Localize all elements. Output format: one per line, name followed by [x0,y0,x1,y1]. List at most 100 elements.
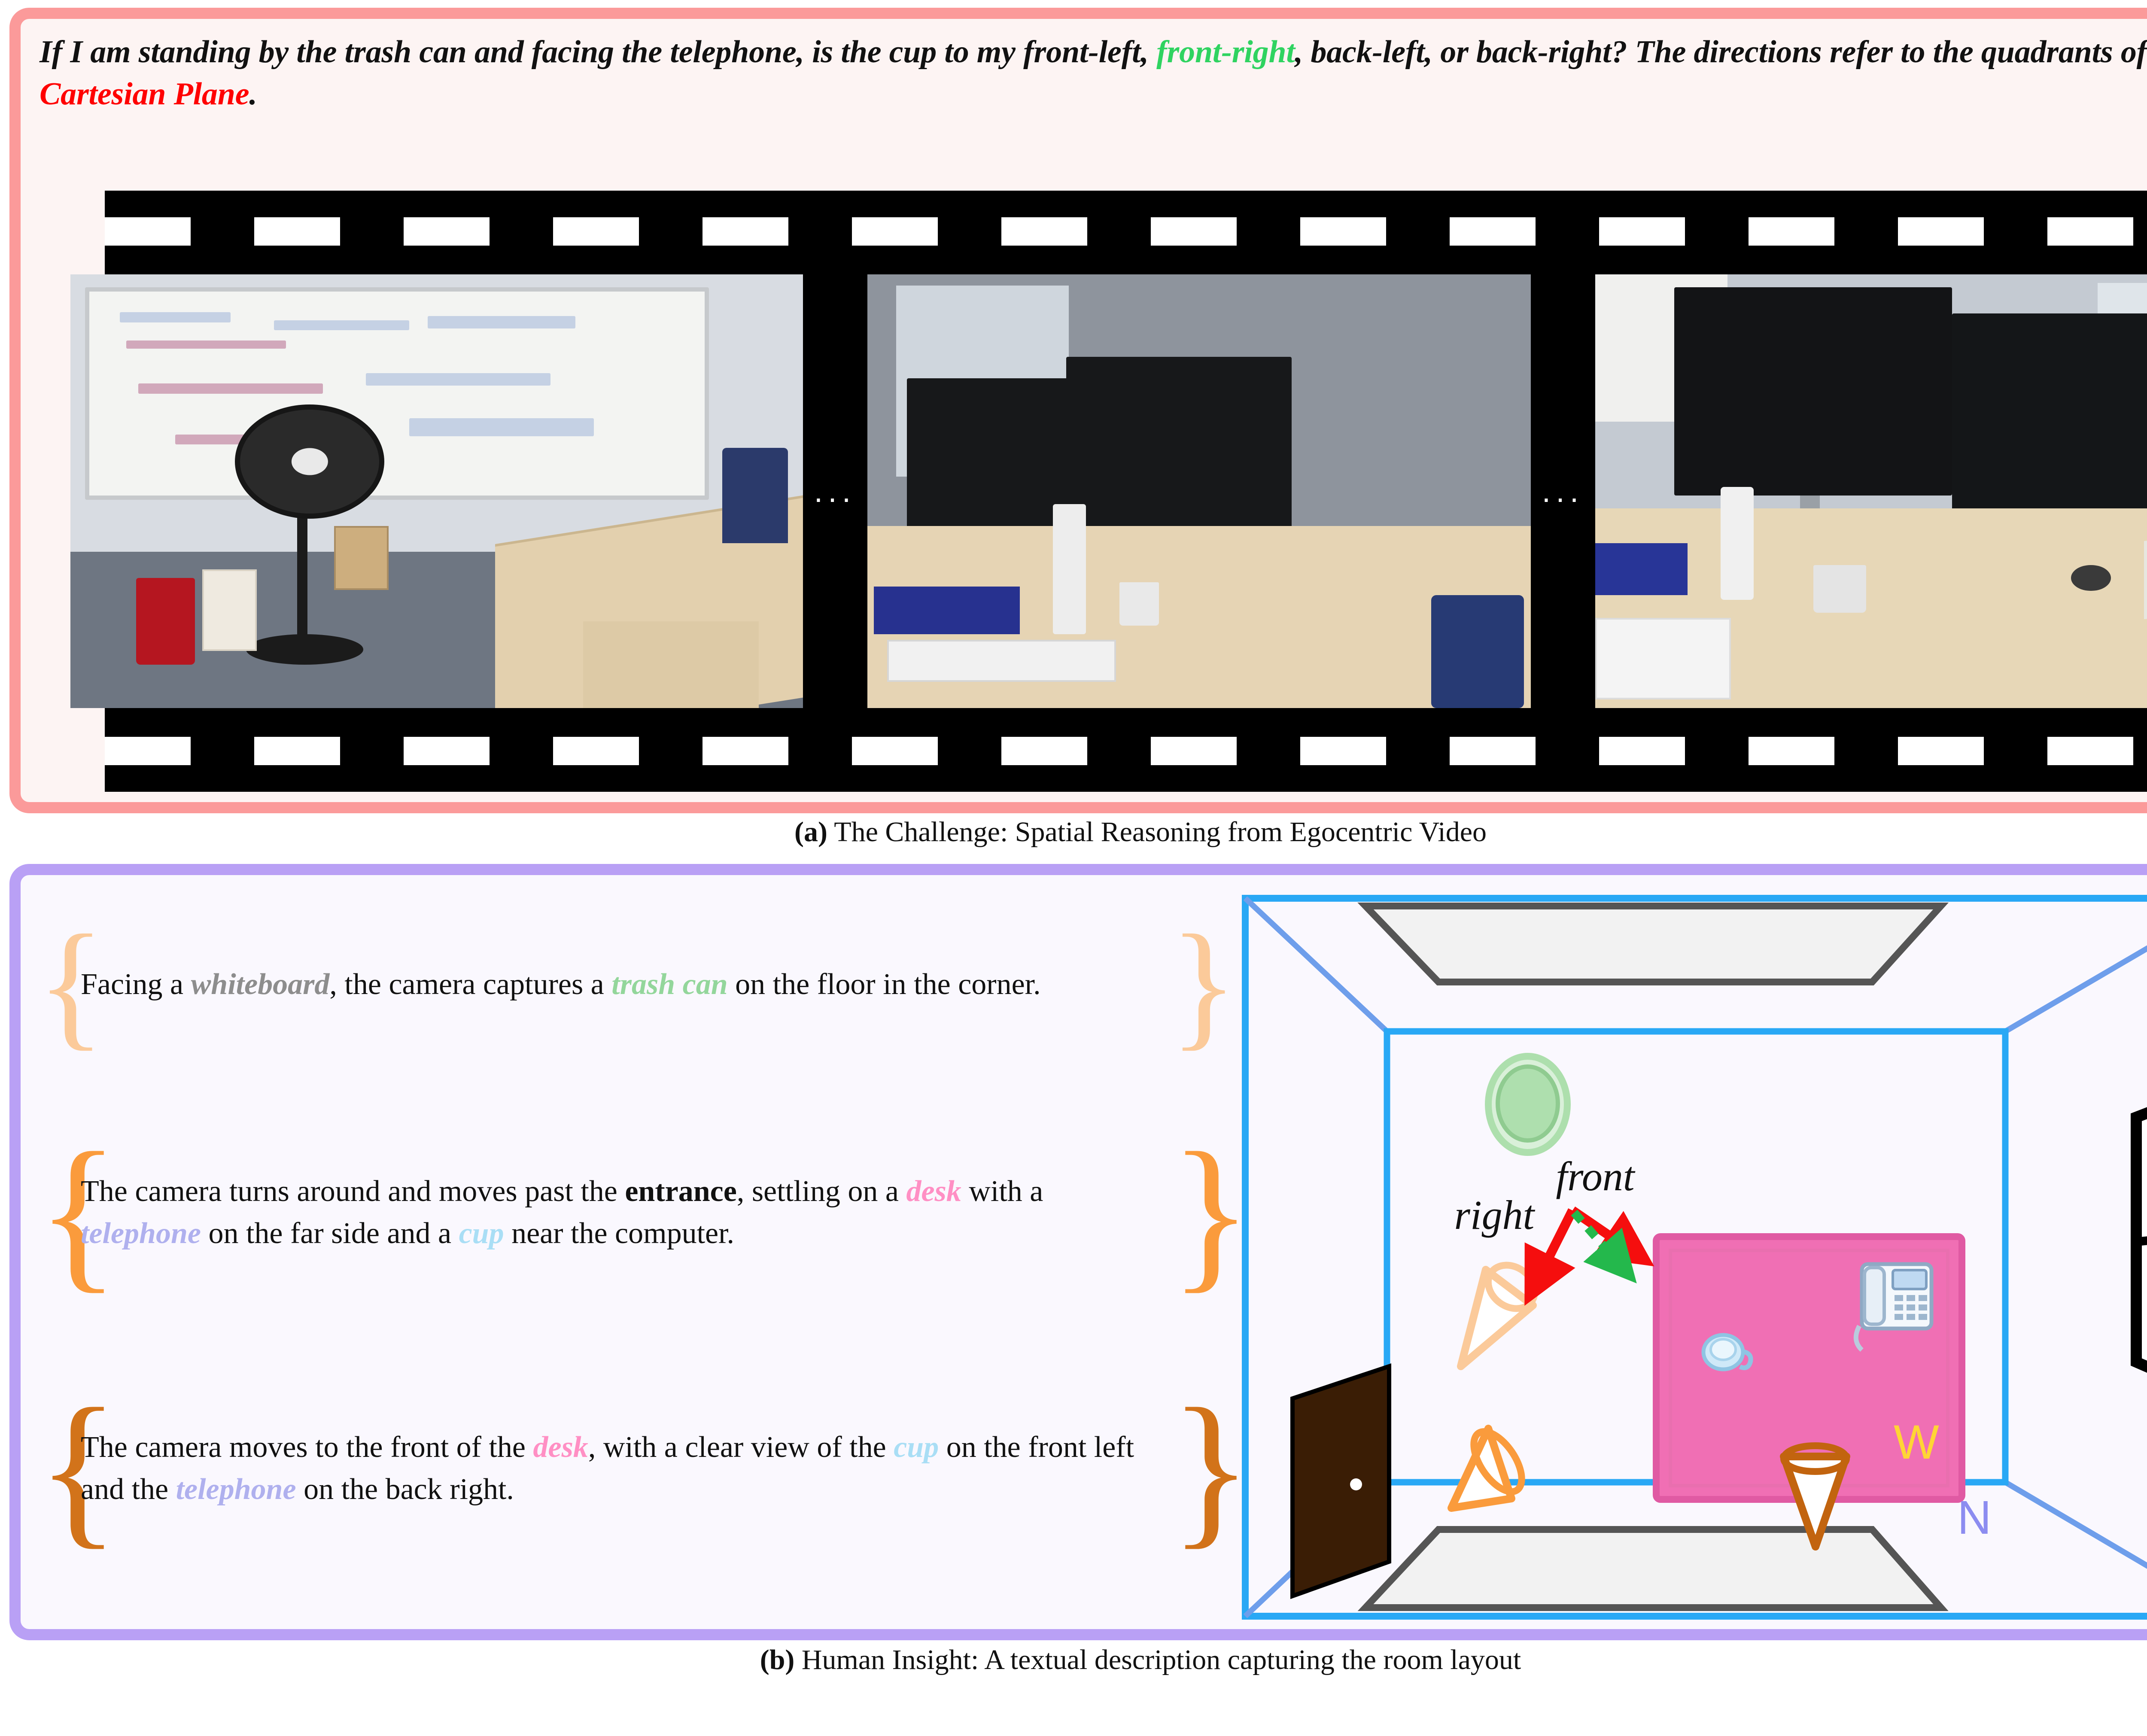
highlight-desk: desk [533,1431,588,1464]
text-span: Facing a [81,968,191,1001]
room-layout-diagram: front right W N [1242,895,2147,1620]
caption-b-label: (b) [760,1644,795,1675]
camera-cone-3 [1780,1442,1850,1551]
filmstrip-perforations-top [105,191,2147,257]
panel-b-human-insight: { Facing a whiteboard, the camera captur… [9,864,2147,1640]
text-span: , the camera captures a [329,968,612,1001]
text-span: The camera moves to the front of the [81,1431,533,1464]
compass-n-label: N [1957,1491,1991,1544]
tray [873,587,1020,635]
perforation [852,217,938,246]
question-part-1: If I am standing by the trash can and fa… [40,34,1157,70]
brace-right-icon: } [1170,1373,1252,1563]
perforation [702,217,788,246]
perforation [1749,217,1834,246]
water-bottle [1053,504,1086,635]
telephone [1853,1262,1934,1352]
caption-panel-a: (a) The Challenge: Spatial Reasoning fro… [9,816,2147,848]
caption-a-label: (a) [794,816,827,848]
fan-icon [235,404,385,519]
text-span: on the far side and a [201,1217,459,1250]
cardboard-box [334,526,389,590]
video-frame-1 [70,274,803,708]
chair [722,448,788,544]
highlight-cup: cup [894,1431,939,1464]
description-block-1: { Facing a whiteboard, the camera captur… [37,892,1238,1077]
tray [1595,543,1688,596]
trash-can [1485,1053,1571,1156]
caption-b-text: Human Insight: A textual description cap… [794,1644,1521,1675]
text-span: The camera turns around and moves past t… [81,1175,625,1208]
brace-right-icon: } [1170,906,1238,1063]
perforation [1001,217,1087,246]
label-front: front [1556,1153,1635,1199]
perforation [105,737,191,765]
monitor [1952,313,2147,513]
perforation [1599,217,1685,246]
perforation [1151,737,1237,765]
label-right: right [1454,1192,1536,1238]
compass-w-label: W [1894,1415,1939,1469]
description-block-2: { The camera turns around and moves past… [37,1092,1252,1333]
text-span: on the back right. [296,1473,514,1506]
video-filmstrip: ... ... [70,191,2147,792]
trash-can [136,578,195,665]
water-bottle [1721,486,1754,600]
perforation [254,737,340,765]
perforation [1001,737,1087,765]
brace-left-icon: { [37,1117,119,1307]
perforation [1599,737,1685,765]
perforation [254,217,340,246]
caption-panel-b: (b) Human Insight: A textual description… [9,1644,2147,1676]
cup [1813,565,1866,613]
brace-left-icon: { [37,906,105,1063]
monitor [1066,356,1292,530]
highlight-entrance: entrance [625,1175,737,1208]
keyboard [1595,618,1731,699]
perforation [404,737,490,765]
perforation [852,737,938,765]
brace-right-icon: } [1170,1117,1252,1307]
perforation [553,737,639,765]
highlight-trash-can: trash can [611,968,728,1001]
text-span: , with a clear view of the [588,1431,894,1464]
highlight-telephone: telephone [176,1473,296,1506]
description-blocks: { Facing a whiteboard, the camera captur… [37,892,1252,1622]
whiteboard [85,287,709,500]
frames-ellipsis-2: ... [1542,473,1584,509]
perforation [1450,217,1536,246]
direction-arrows [1524,1206,1654,1306]
question-part-3: . [249,76,257,112]
perforation [1749,737,1834,765]
ceiling-panel-bottom [1357,1526,1949,1611]
text-span: with a [961,1175,1043,1208]
text-span: on the front left and the [81,1431,1134,1506]
papers [2144,528,2147,619]
cup [1119,582,1159,626]
perforation [1898,737,1984,765]
question-highlight-green: front-right [1156,34,1295,70]
text-span: near the computer. [504,1217,735,1250]
cabinet [583,621,759,708]
chair [1431,595,1524,708]
perforation [105,217,191,246]
highlight-desk: desk [906,1175,961,1208]
description-block-3: { The camera moves to the front of the d… [37,1348,1252,1589]
description-text-3: The camera moves to the front of the des… [76,1426,1170,1511]
caption-a-text: The Challenge: Spatial Reasoning from Eg… [827,816,1487,848]
perforation [553,217,639,246]
monitor [1674,287,1952,496]
text-span: on the floor in the corner. [727,968,1041,1001]
video-frame-2 [867,274,1531,708]
perforation [1450,737,1536,765]
camera-cone-2 [1448,1425,1525,1512]
perforation [404,217,490,246]
fan-base [246,634,363,665]
frames-ellipsis-1: ... [814,473,856,509]
highlight-cup: cup [459,1217,504,1250]
mouse [2071,565,2111,591]
perforation [702,737,788,765]
window [2131,1107,2147,1373]
perforation [1300,217,1386,246]
